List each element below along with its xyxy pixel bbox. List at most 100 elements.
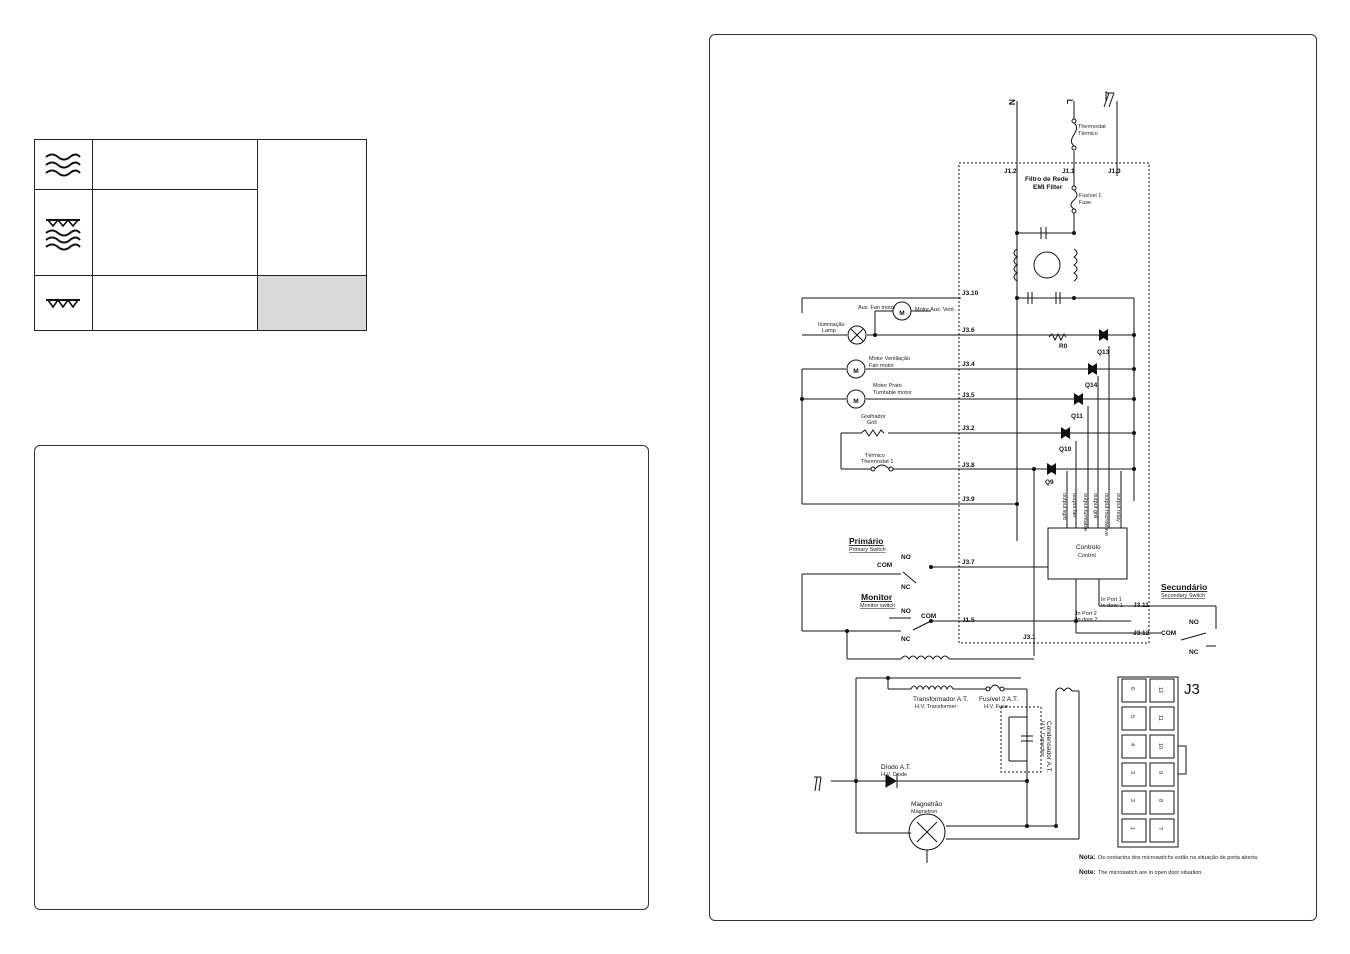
diagram-label-diagram-outputs-1: output fan	[1071, 493, 1077, 517]
diagram-label-diagram-switch_no: NO	[901, 608, 911, 615]
diagram-label-diagram-lamp-en: Lamp	[822, 328, 836, 334]
diagram-label-diagram-input1-pt: In Port 1	[1101, 597, 1122, 603]
diagram-label-diagram-j3_title: J3	[1184, 681, 1200, 698]
diagram-label-diagram-ventilation_motor-pt: Motor Ventilação	[869, 356, 910, 362]
diagram-label-diagram-j3_pins-0: 6	[1129, 687, 1135, 690]
diagram-label-diagram-connectors-j35: J3.5	[962, 392, 975, 399]
diagram-label-diagram-switch_no: NO	[1189, 619, 1199, 626]
diagram-label-diagram-switch_com: COM	[877, 562, 892, 569]
diagram-label-diagram-outputs-2: output turntable	[1082, 493, 1088, 531]
diagram-label-diagram-switch_com: COM	[1161, 630, 1176, 637]
diagram-label-diagram-outputs-5: output relay	[1115, 493, 1121, 522]
diagram-label-diagram-triacs-3: Q10	[1059, 446, 1072, 453]
diagram-label-diagram-monitor-en: Monitor switch	[860, 603, 895, 609]
diagram-label-diagram-j3_pins-1: 12	[1157, 687, 1163, 693]
diagram-label-diagram-triacs-0: Q13	[1097, 349, 1110, 356]
diagram-label-diagram-j3_pins-4: 4	[1129, 743, 1135, 746]
diagram-label-diagram-input1-en: In door 1	[1101, 603, 1123, 609]
diagram-label-diagram-grill-en: Grill	[867, 420, 877, 426]
diagram-label-diagram-connectors-j37: J3.7	[962, 559, 975, 566]
diagram-label-diagram-connectors-j13: J1.3	[1108, 168, 1121, 175]
diagram-label-diagram-connectors-j11: J1.1	[1062, 168, 1075, 175]
diagram-label-diagram-emi_filter-pt: Filtro de Rede	[1025, 176, 1069, 183]
diagram-label-diagram-j3_pins-11: 7	[1157, 827, 1163, 830]
lamp-icon	[847, 325, 867, 345]
legend-divider-row1	[35, 189, 257, 190]
aux-fan-motor-icon: M	[892, 301, 912, 321]
diagram-label-diagram-diode-en: H.V. Diode	[881, 772, 907, 778]
mode-legend-table	[34, 139, 367, 331]
diagram-label-diagram-fuse2-pt: Fusível 2 A.T.	[979, 696, 1018, 703]
triac-q11	[1074, 393, 1083, 405]
diagram-label-diagram-secondary-pt: Secundário	[1161, 582, 1207, 592]
turntable-motor-icon: M	[846, 389, 866, 409]
diagram-label-diagram-connectors-j38: J3.8	[962, 462, 975, 469]
diagram-label-diagram-control-pt: Controlo	[1076, 544, 1101, 551]
diagram-label-diagram-diode-pt: Díodo A.T.	[881, 764, 911, 771]
diagram-label-diagram-switch_nc: NC	[901, 636, 911, 643]
diagram-label-diagram-j3_pins-8: 2	[1129, 799, 1135, 802]
grill-icon	[46, 298, 80, 309]
diagram-label-diagram-note_en-text: The microswitch are in open door situati…	[1098, 870, 1203, 876]
wiring-diagram-panel: M M M N L Thermostat Térmico	[709, 34, 1317, 921]
diagram-label-diagram-triacs-2: Q11	[1071, 413, 1083, 420]
diagram-label-diagram-j3_pins-6: 3	[1129, 771, 1135, 774]
diagram-label-diagram-thermostat-pt: Thermostat	[1078, 124, 1106, 130]
j3-pin-grid	[1121, 678, 1175, 843]
triac-q9	[1047, 463, 1056, 475]
diagram-label-diagram-thermostat1-en: Thermostat 1	[861, 459, 893, 465]
diagram-label-diagram-switch_nc: NC	[901, 584, 911, 591]
diagram-label-diagram-turntable_motor-pt: Motor Prato	[873, 383, 902, 389]
diagram-label-diagram-motor_aux: Motor Aux. Vent.	[915, 307, 956, 313]
legend-divider-col1	[92, 140, 93, 330]
diagram-label-diagram-connectors-j36: J3.6	[962, 327, 975, 334]
diagram-label-diagram-j3_pins-7: 9	[1157, 771, 1163, 774]
diagram-label-diagram-turntable_motor-en: Turntable motor	[873, 390, 912, 396]
diagram-label-diagram-transformer-en: H.V. Transformer	[915, 704, 957, 710]
diagram-label-diagram-connectors-j39: J3.9	[962, 496, 975, 503]
diagram-label-diagram-j3_pins-10: 1	[1129, 827, 1135, 830]
diagram-label-diagram-capacitor-pt: Condensador A.T.	[1045, 721, 1052, 773]
diagram-label-diagram-connectors-j31: J3.1	[1023, 634, 1036, 641]
diagram-label-diagram-r0: R0	[1059, 343, 1068, 350]
diagram-label-diagram-connectors-j12: J1.2	[1004, 168, 1017, 175]
diagram-label-diagram-power-neutral: N	[1007, 99, 1017, 105]
diagram-label-diagram-monitor-pt: Monitor	[861, 592, 893, 602]
diagram-label-diagram-note_pt-label: Nota:	[1079, 854, 1096, 861]
diagram-label-diagram-connectors-j32: J3.2	[962, 425, 975, 432]
diagram-label-diagram-j3_pins-5: 10	[1157, 743, 1163, 749]
diagram-label-diagram-motor_letter: M	[899, 310, 904, 317]
diagram-label-diagram-fuse1-pt: Fusível 1	[1079, 193, 1101, 199]
diagram-label-diagram-outputs-3: output grill	[1092, 493, 1098, 518]
diagram-label-diagram-connectors-j310: J3.10	[962, 290, 979, 297]
diagram-label-diagram-fuse1-en: Fuse	[1079, 200, 1091, 206]
diagram-label-diagram-connectors-j15: J1.5	[962, 617, 975, 624]
diagram-label-diagram-outputs-0: output light	[1061, 493, 1067, 520]
diagram-label-diagram-grill-pt: Grelhador	[861, 414, 886, 420]
diagram-label-diagram-triacs-1: Q14	[1085, 382, 1098, 389]
diagram-label-diagram-switch_nc: NC	[1189, 649, 1199, 656]
triac-q13	[1099, 329, 1108, 341]
legend-divider-col2	[257, 140, 258, 330]
ventilation-motor-icon: M	[846, 359, 866, 379]
diagram-label-diagram-emi_filter-en: EMI Filter	[1033, 184, 1063, 191]
diagram-label-diagram-magnetron-pt: Magnetrão	[911, 801, 942, 808]
diagram-label-diagram-switch_com: COM	[921, 613, 936, 620]
diagram-label-diagram-note_pt-text: Os contactos dos microswitchs estão na s…	[1098, 855, 1259, 861]
diagram-label-diagram-capacitor-en: H.V. Capacitor	[1039, 721, 1045, 756]
diagram-label-diagram-j3_pins-2: 5	[1129, 715, 1135, 718]
diagram-label-diagram-j3_pins-9: 8	[1157, 799, 1163, 802]
legend-shaded-cell	[258, 276, 366, 330]
diagram-label-diagram-fan_motor: Aux. Fan motor	[858, 305, 896, 311]
diagram-label-diagram-outputs-4: output microwave	[1103, 493, 1109, 536]
diagram-label-diagram-motor_letter: M	[853, 368, 858, 375]
diagram-label-diagram-magnetron-en: Magnetron	[911, 809, 937, 815]
diagram-label-diagram-input2-en: In door 2	[1076, 617, 1098, 623]
diagram-label-diagram-transformer-pt: Transformador A.T.	[913, 696, 968, 703]
blank-content-panel	[34, 445, 649, 910]
diagram-label-diagram-triacs-4: Q9	[1045, 479, 1054, 486]
diagram-label-diagram-control-en: Control	[1078, 553, 1096, 559]
legend-divider-row2	[35, 275, 366, 276]
triac-q14	[1088, 363, 1097, 375]
diagram-label-diagram-connectors-j34: J3.4	[962, 361, 975, 368]
